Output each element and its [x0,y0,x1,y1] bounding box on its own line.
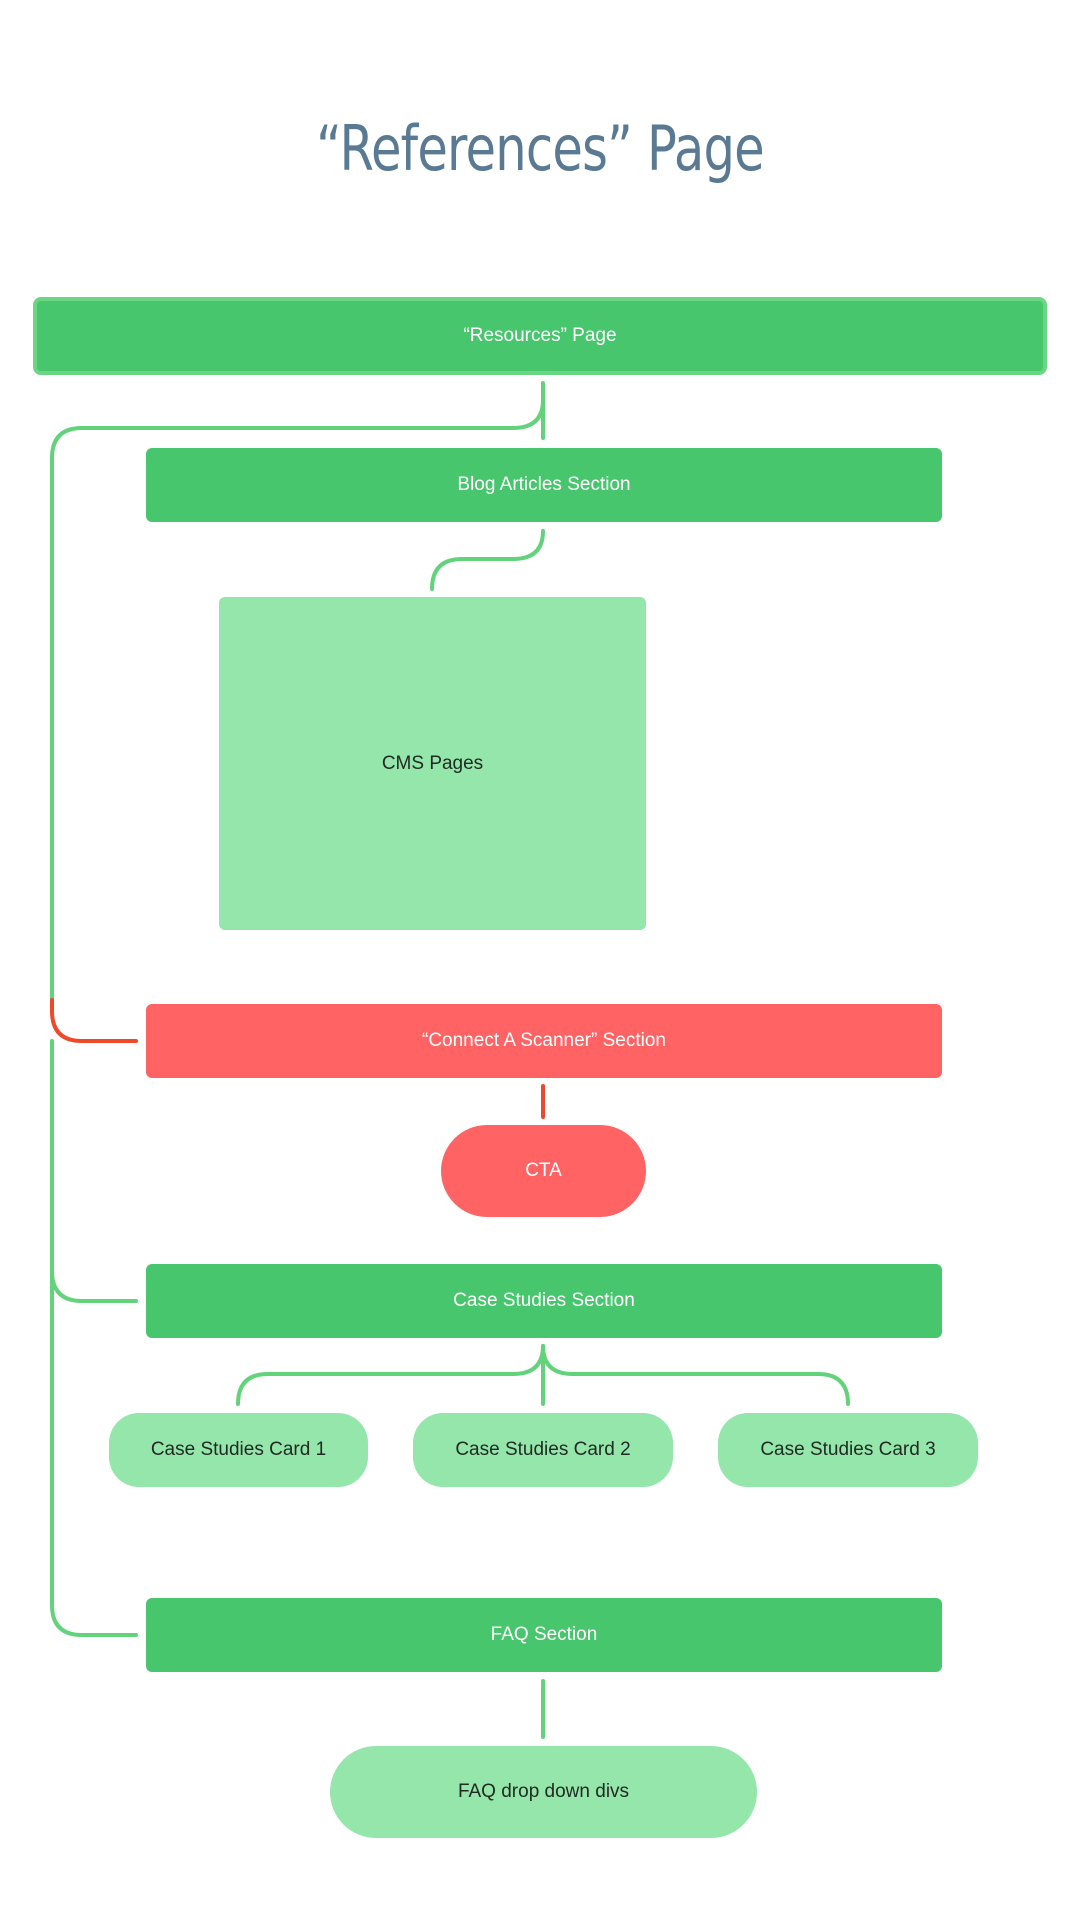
connector-scanner-branch [50,998,138,1043]
resources-page-node: “Resources” Page [33,297,1047,375]
connector-root-left-branch [50,398,545,1002]
connector-case-card-right [541,1344,850,1406]
case-studies-section-node: Case Studies Section [146,1264,942,1338]
case-studies-card-node: Case Studies Card 3 [718,1413,978,1487]
case-studies-card-node: Case Studies Card 1 [109,1413,368,1487]
case-studies-card-node: Case Studies Card 2 [413,1413,673,1487]
blog-articles-section-node: Blog Articles Section [146,448,942,522]
faq-dropdown-divs-node: FAQ drop down divs [330,1746,757,1838]
cta-node: CTA [441,1125,646,1217]
connect-scanner-section-node: “Connect A Scanner” Section [146,1004,942,1078]
connector-blog-cms [430,529,545,591]
cms-pages-node: CMS Pages [219,597,646,930]
connector-case-studies-branch [50,1269,138,1303]
faq-section-node: FAQ Section [146,1598,942,1672]
connector-case-card-left [236,1344,545,1406]
page-title: “References” Page [316,112,765,185]
connector-faq-branch [50,1603,138,1637]
